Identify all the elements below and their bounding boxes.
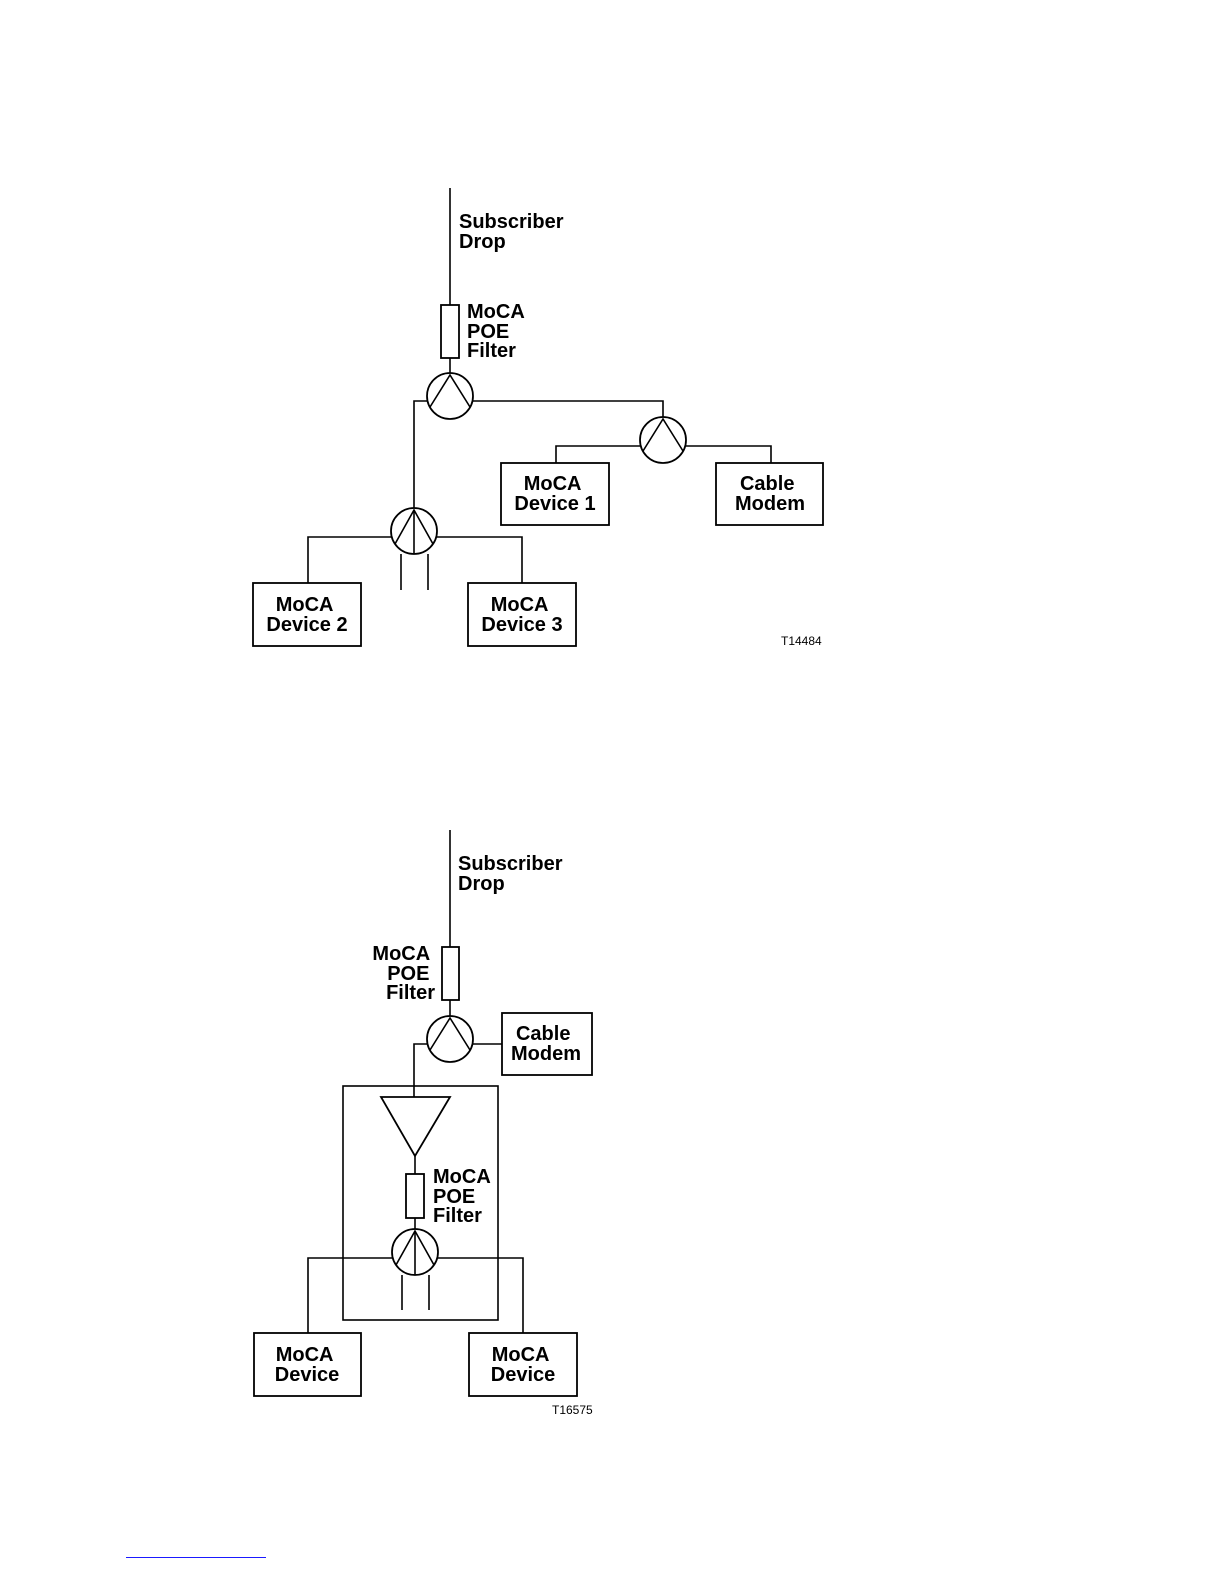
moca-device-right-label: MoCA Device — [491, 1344, 556, 1386]
amplifier-triangle — [381, 1097, 450, 1156]
moca-poe-filter — [441, 305, 459, 358]
line-to-cable-modem — [686, 446, 771, 463]
branch-line-right — [473, 401, 663, 417]
line-to-moca-device-left — [308, 1258, 392, 1333]
line-to-amplifier — [414, 1044, 427, 1097]
moca-poe-filter-inner — [406, 1174, 424, 1218]
line-to-moca-device-1 — [556, 446, 640, 463]
figure-id-1: T14484 — [781, 634, 822, 648]
splitter-four-way-2 — [392, 1229, 438, 1310]
footnote-rule — [126, 1557, 266, 1558]
moca-device-left-label: MoCA Device — [275, 1344, 340, 1386]
subscriber-drop-label: Subscriber Drop — [459, 211, 569, 253]
splitter-four-way — [391, 508, 437, 590]
figure-id-2: T16575 — [552, 1403, 593, 1417]
moca-poe-filter-top — [442, 947, 459, 1000]
line-to-moca-device-2 — [308, 537, 391, 583]
moca-poe-filter-inner-label: MoCA POE Filter — [433, 1166, 496, 1227]
cable-modem-label-2: Cable Modem — [511, 1023, 581, 1065]
branch-line-left — [414, 401, 427, 508]
moca-device-2-label: MoCA Device 2 — [266, 594, 347, 636]
cable-modem-label: Cable Modem — [735, 473, 805, 515]
splitter-two-way-right — [640, 417, 686, 463]
line-to-moca-device-right — [438, 1258, 523, 1333]
subscriber-drop-label-2: Subscriber Drop — [458, 853, 568, 895]
moca-device-1-label: MoCA Device 1 — [514, 473, 595, 515]
line-to-moca-device-3 — [437, 537, 522, 583]
diagram-2: Subscriber Drop MoCA POE Filter Cable Mo… — [254, 830, 593, 1417]
splitter-two-way-top — [427, 373, 473, 419]
moca-device-3-label: MoCA Device 3 — [481, 594, 562, 636]
moca-poe-filter-top-label: MoCA POE Filter — [372, 943, 435, 1004]
splitter-two-way-2 — [427, 1016, 473, 1062]
diagram-1: Subscriber Drop MoCA POE Filter M — [253, 188, 823, 648]
moca-poe-filter-label: MoCA POE Filter — [467, 301, 530, 362]
